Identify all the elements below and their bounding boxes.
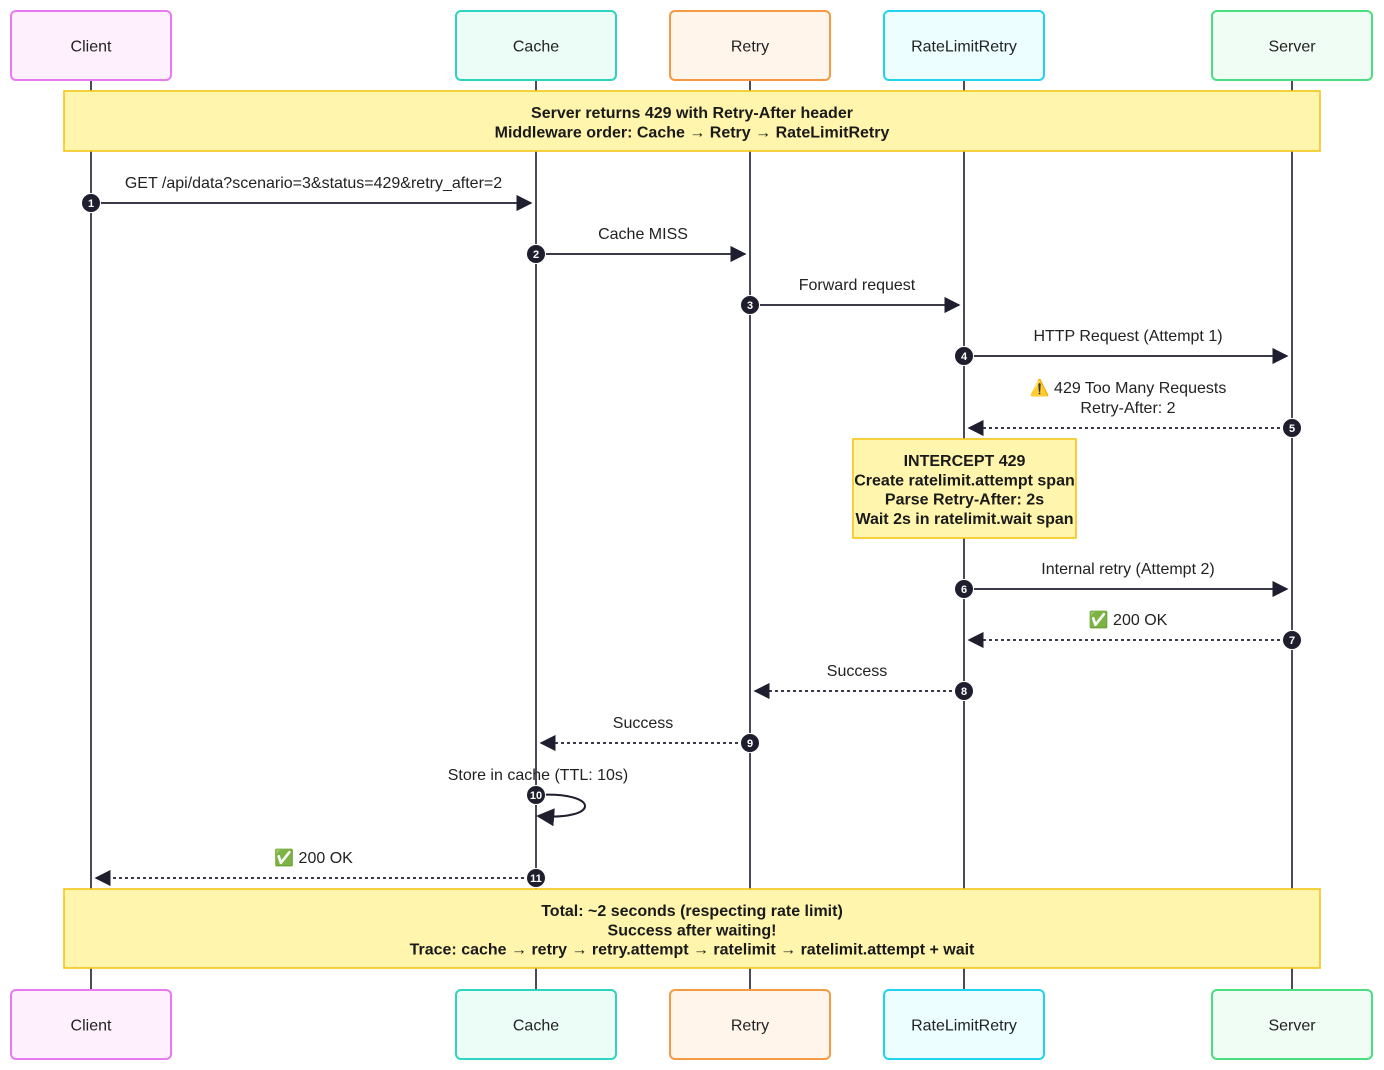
top-note-line-2: Middleware order: Cache → Retry → RateLi… (495, 125, 890, 142)
actor-retry-bottom: Retry (669, 989, 831, 1060)
message-4: HTTP Request (Attempt 1) 4 (954, 328, 1289, 366)
sequence-number-2: 2 (526, 244, 546, 264)
message-2: Cache MISS 2 (526, 226, 747, 264)
message-3-label: Forward request (799, 277, 916, 294)
message-9: Success 9 (539, 715, 760, 753)
actor-ratelimit-bottom: RateLimitRetry (883, 989, 1045, 1060)
actor-label-server: Server (1268, 39, 1316, 56)
message-6-label: Internal retry (Attempt 2) (1041, 561, 1214, 578)
svg-text:7: 7 (1289, 635, 1295, 647)
bottom-note-line-2: Success after waiting! (608, 922, 777, 939)
sequence-number-11: 11 (526, 868, 546, 888)
intercept-note-line-1: INTERCEPT 429 (904, 453, 1026, 470)
message-11: ✅ 200 OK 11 (94, 848, 546, 888)
message-5-label-2: Retry-After: 2 (1080, 400, 1175, 417)
message-11-label: ✅ 200 OK (274, 848, 353, 867)
svg-text:4: 4 (961, 351, 968, 363)
message-1-label: GET /api/data?scenario=3&status=429&retr… (125, 175, 502, 192)
bottom-note-line-1: Total: ~2 seconds (respecting rate limit… (541, 903, 843, 920)
actor-cache-top: Cache (455, 10, 617, 81)
bottom-note-line-3: Trace: cache → retry → retry.attempt → r… (410, 942, 975, 959)
sequence-number-10: 10 (526, 785, 546, 805)
sequence-number-8: 8 (954, 681, 974, 701)
message-6: Internal retry (Attempt 2) 6 (954, 561, 1289, 599)
svg-text:6: 6 (961, 584, 967, 596)
message-10-arrow (535, 793, 586, 827)
message-7: ✅ 200 OK 7 (967, 610, 1302, 650)
sequence-number-6: 6 (954, 579, 974, 599)
top-note: Server returns 429 with Retry-After head… (63, 90, 1321, 152)
actor-label-client: Client (71, 39, 112, 56)
actor-server-top: Server (1211, 10, 1373, 81)
message-4-label: HTTP Request (Attempt 1) (1033, 328, 1222, 345)
actor-label-cache: Cache (513, 39, 559, 56)
actor-label-server: Server (1268, 1018, 1316, 1035)
actor-retry-top: Retry (669, 10, 831, 81)
bottom-note: Total: ~2 seconds (respecting rate limit… (63, 888, 1321, 969)
intercept-note-line-3: Parse Retry-After: 2s (885, 492, 1044, 509)
message-5-label-1: ⚠️ 429 Too Many Requests (1030, 378, 1227, 397)
intercept-note-line-2: Create ratelimit.attempt span (854, 472, 1075, 489)
actor-label-ratelimit: RateLimitRetry (911, 1018, 1017, 1035)
top-note-line-1: Server returns 429 with Retry-After head… (531, 105, 853, 122)
sequence-number-4: 4 (954, 346, 974, 366)
sequence-number-1: 1 (81, 193, 101, 213)
intercept-note-line-4: Wait 2s in ratelimit.wait span (855, 511, 1073, 528)
sequence-number-5: 5 (1282, 418, 1302, 438)
actor-cache-bottom: Cache (455, 989, 617, 1060)
actor-server-bottom: Server (1211, 989, 1373, 1060)
svg-text:2: 2 (533, 249, 539, 261)
actor-client-top: Client (10, 10, 172, 81)
svg-text:1: 1 (88, 198, 94, 210)
message-7-label: ✅ 200 OK (1089, 610, 1168, 629)
sequence-number-7: 7 (1282, 630, 1302, 650)
message-2-label: Cache MISS (598, 226, 688, 243)
message-10-label: Store in cache (TTL: 10s) (448, 767, 629, 784)
actor-label-ratelimit: RateLimitRetry (911, 39, 1017, 56)
actor-ratelimit-top: RateLimitRetry (883, 10, 1045, 81)
svg-text:10: 10 (530, 790, 542, 802)
actor-label-retry: Retry (731, 39, 769, 56)
message-8: Success 8 (753, 663, 974, 701)
sequence-number-3: 3 (740, 295, 760, 315)
message-10: Store in cache (TTL: 10s) 10 (448, 767, 629, 827)
message-3: Forward request 3 (740, 277, 961, 315)
svg-text:8: 8 (961, 686, 967, 698)
svg-text:5: 5 (1289, 423, 1295, 435)
actor-label-client: Client (71, 1018, 112, 1035)
message-8-label: Success (827, 663, 887, 680)
message-9-label: Success (613, 715, 673, 732)
actor-label-cache: Cache (513, 1018, 559, 1035)
svg-text:3: 3 (747, 300, 753, 312)
actor-label-retry: Retry (731, 1018, 769, 1035)
sequence-number-9: 9 (740, 733, 760, 753)
actor-client-bottom: Client (10, 989, 172, 1060)
svg-text:9: 9 (747, 738, 753, 750)
message-1: GET /api/data?scenario=3&status=429&retr… (81, 175, 533, 213)
svg-text:11: 11 (530, 873, 542, 885)
